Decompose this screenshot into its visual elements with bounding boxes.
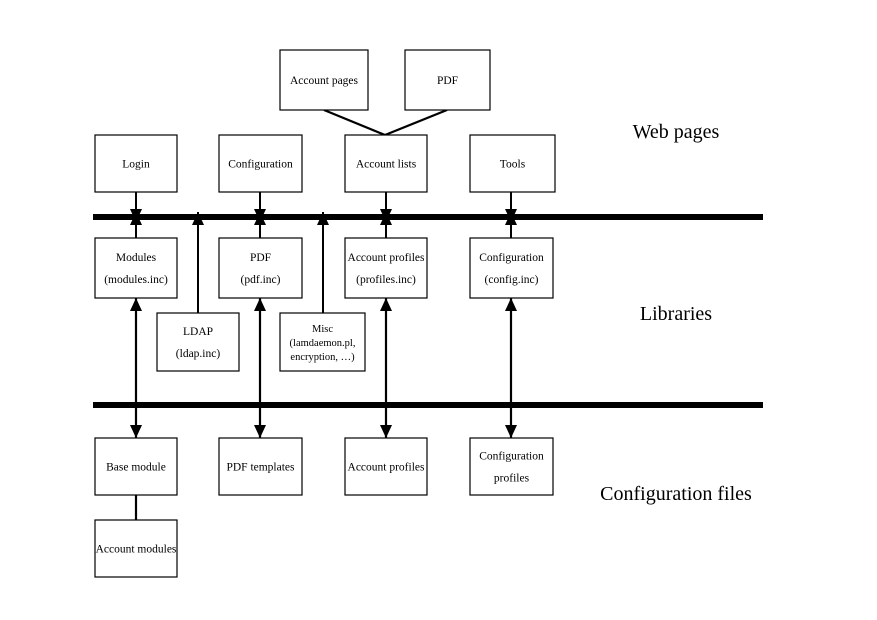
node-label-modules-lib-0: Modules — [116, 252, 157, 264]
node-box-pdf-top — [404, 49, 491, 111]
node-box-tools — [469, 134, 556, 193]
node-label-account-pages-0: Account pages — [290, 75, 359, 87]
node-label-configuration-lib-1: (config.inc) — [485, 274, 539, 286]
base-module-to-modules-lib — [130, 298, 142, 438]
node-label-account-profiles-lib-1: (profiles.inc) — [356, 274, 416, 286]
section-label-libraries: Libraries — [640, 303, 712, 325]
node-box-pdf-templates — [218, 437, 303, 496]
node-label-misc-lib-0: Misc — [312, 324, 333, 335]
node-box-pdf-lib — [218, 237, 303, 299]
node-pdf-top[interactable]: PDF — [404, 49, 491, 111]
node-base-module[interactable]: Base module — [94, 437, 178, 496]
node-tools[interactable]: Tools — [469, 134, 556, 193]
node-box-account-profiles-lib — [344, 237, 428, 299]
node-label-pdf-lib-0: PDF — [250, 252, 271, 264]
node-label-misc-lib-2: encryption, …) — [290, 352, 355, 363]
node-label-ldap-lib-0: LDAP — [183, 326, 213, 338]
node-label-base-module-0: Base module — [106, 462, 166, 474]
node-label-tools-0: Tools — [500, 159, 526, 171]
node-account-profiles-file[interactable]: Account profiles — [344, 437, 428, 496]
configuration-profiles-file-to-lib — [505, 298, 517, 438]
node-label-login-0: Login — [122, 159, 150, 171]
node-box-modules-lib — [94, 237, 178, 299]
node-box-misc-lib — [279, 312, 366, 372]
node-configuration-page[interactable]: Configuration — [218, 134, 303, 193]
connection-lines — [130, 108, 517, 520]
node-box-configuration-page — [218, 134, 303, 193]
node-label-misc-lib-1: (lamdaemon.pl, — [290, 338, 356, 349]
configuration-lib-to-bar — [505, 212, 517, 238]
pdf-top-to-account-lists — [384, 108, 448, 137]
layer-separators — [93, 214, 763, 408]
node-label-configuration-profiles-file-1: profiles — [494, 473, 530, 485]
node-label-configuration-page-0: Configuration — [228, 159, 293, 171]
node-account-lists[interactable]: Account lists — [344, 134, 428, 193]
section-label-web-pages: Web pages — [633, 121, 720, 143]
node-box-base-module — [94, 437, 178, 496]
account-pages-to-account-lists — [323, 108, 386, 137]
node-configuration-lib[interactable]: Configuration (config.inc) — [469, 237, 554, 299]
node-box-ldap-lib — [156, 312, 240, 372]
node-label-ldap-lib-1: (ldap.inc) — [176, 348, 221, 360]
modules-lib-to-bar — [130, 212, 142, 238]
node-label-pdf-templates-0: PDF templates — [226, 462, 295, 474]
node-account-profiles-lib[interactable]: Account profiles (profiles.inc) — [344, 237, 428, 299]
pdf-templates-to-pdf-lib — [254, 298, 266, 438]
node-box-account-pages — [279, 49, 369, 111]
node-label-pdf-lib-1: (pdf.inc) — [241, 274, 281, 286]
node-label-account-modules-0: Account modules — [96, 544, 177, 556]
node-box-account-modules — [94, 519, 178, 578]
node-pdf-templates[interactable]: PDF templates — [218, 437, 303, 496]
node-label-configuration-profiles-file-0: Configuration — [479, 451, 544, 463]
node-modules-lib[interactable]: Modules (modules.inc) — [94, 237, 178, 299]
node-configuration-profiles-file[interactable]: Configuration profiles — [469, 437, 554, 496]
ldap-lib-to-bar — [192, 212, 204, 313]
node-box-account-profiles-file — [344, 437, 428, 496]
node-misc-lib[interactable]: Misc (lamdaemon.pl, encryption, …) — [279, 312, 366, 372]
node-login[interactable]: Login — [94, 134, 178, 193]
node-label-modules-lib-1: (modules.inc) — [104, 274, 168, 286]
node-box-configuration-lib — [469, 237, 554, 299]
node-box-account-lists — [344, 134, 428, 193]
node-box-configuration-profiles-file — [469, 437, 554, 496]
misc-lib-to-bar — [317, 212, 329, 313]
account-profiles-lib-to-bar — [380, 212, 392, 238]
section-label-configuration-files: Configuration files — [600, 483, 752, 505]
node-account-pages[interactable]: Account pages — [279, 49, 369, 111]
node-label-pdf-top-0: PDF — [437, 75, 458, 87]
node-ldap-lib[interactable]: LDAP (ldap.inc) — [156, 312, 240, 372]
node-pdf-lib[interactable]: PDF (pdf.inc) — [218, 237, 303, 299]
node-box-login — [94, 134, 178, 193]
pdf-lib-to-bar — [254, 212, 266, 238]
node-account-modules[interactable]: Account modules — [94, 519, 178, 578]
node-label-account-lists-0: Account lists — [356, 159, 417, 171]
account-profiles-file-to-lib — [380, 298, 392, 438]
node-label-configuration-lib-0: Configuration — [479, 252, 544, 264]
node-label-account-profiles-file-0: Account profiles — [348, 462, 425, 474]
node-label-account-profiles-lib-0: Account profiles — [348, 252, 425, 264]
